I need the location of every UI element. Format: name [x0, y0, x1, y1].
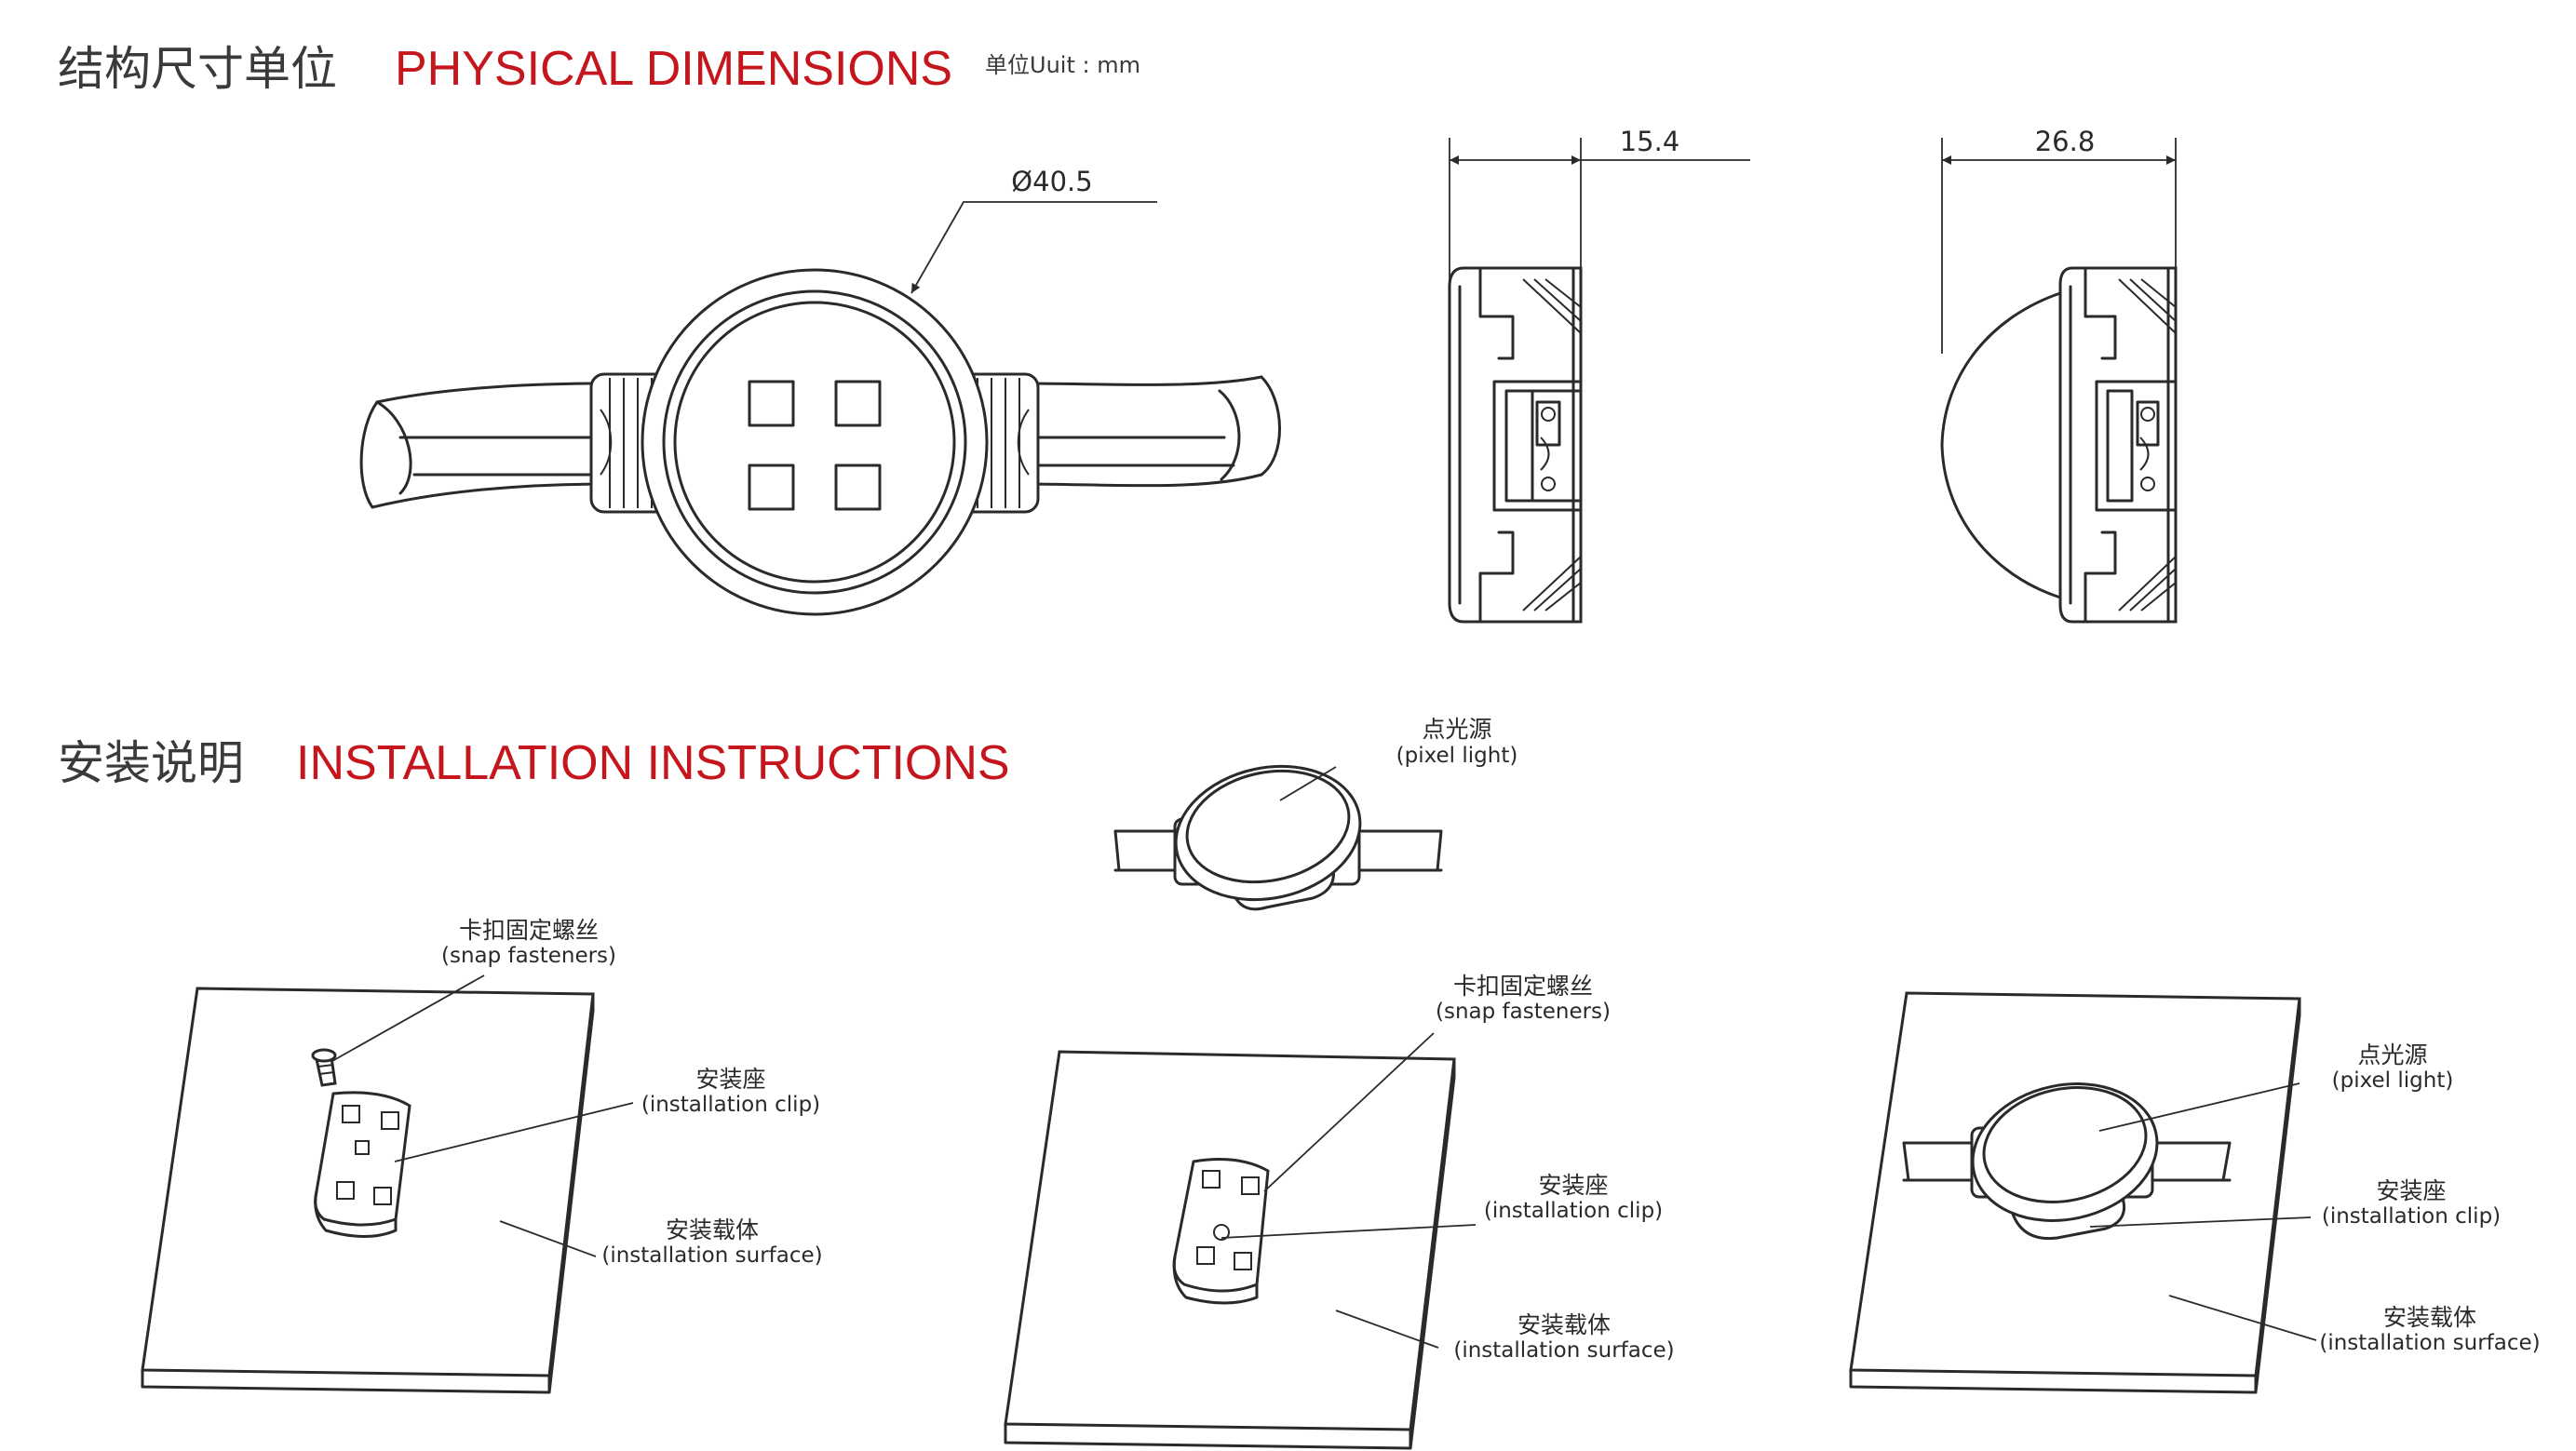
install-step-3: 点光源 (pixel light) 安装座 (installation clip…	[1849, 991, 2541, 1394]
step3-pixel-cn: 点光源	[2357, 1041, 2427, 1068]
step3-clip-en: (installation clip)	[2322, 1204, 2501, 1229]
side-view-body: 15.4	[1448, 126, 1750, 624]
installation-title-cn: 安装说明	[58, 736, 244, 790]
side-view-dome: 26.8	[1940, 126, 2178, 624]
front-view: Ø40.5	[359, 166, 1281, 616]
step3-clip-cn: 安装座	[2376, 1177, 2446, 1204]
unit-note: 单位Uuit : mm	[985, 52, 1140, 78]
front-lens	[673, 301, 956, 584]
front-outer-ring	[641, 268, 989, 616]
top-pixel-label-en: (pixel light)	[1396, 744, 1518, 768]
step2-clip-en: (installation clip)	[1484, 1199, 1663, 1223]
front-middle-ring	[662, 289, 967, 595]
physical-dimensions-title-cn: 结构尺寸单位	[58, 42, 337, 96]
step1-clip-en: (installation clip)	[641, 1093, 820, 1117]
installation-heading: 安装说明 INSTALLATION INSTRUCTIONS	[58, 726, 1010, 793]
step3-surface-en: (installation surface)	[2319, 1331, 2540, 1355]
step2-snap-cn: 卡扣固定螺丝	[1453, 973, 1593, 1000]
cable-right	[1022, 375, 1281, 488]
step2-surface-cn: 安装载体	[1517, 1311, 1611, 1338]
cable-left	[359, 382, 607, 509]
step2-surface-en: (installation surface)	[1453, 1338, 1674, 1363]
install-top-pixel: 点光源 (pixel light)	[1113, 716, 1518, 911]
install-step-1: 卡扣固定螺丝 (snap fasteners) 安装座 (installatio…	[141, 917, 823, 1394]
step2-clip-cn: 安装座	[1538, 1172, 1608, 1199]
step3-pixel-en: (pixel light)	[2332, 1068, 2454, 1093]
step1-surface-en: (installation surface)	[601, 1243, 822, 1268]
depth-total-label: 26.8	[2035, 126, 2096, 157]
physical-dimensions-heading: 结构尺寸单位 PHYSICAL DIMENSIONS	[58, 32, 952, 99]
depth-body-label: 15.4	[1620, 126, 1680, 157]
installation-title-en: INSTALLATION INSTRUCTIONS	[296, 736, 1010, 790]
diameter-leader	[910, 201, 1157, 294]
step3-surface-cn: 安装载体	[2383, 1304, 2476, 1331]
step2-snap-en: (snap fasteners)	[1436, 1000, 1611, 1024]
led-chips	[748, 380, 882, 511]
step1-snap-en: (snap fasteners)	[441, 944, 616, 968]
snap-fastener-screw	[311, 1048, 337, 1087]
step1-clip-cn: 安装座	[695, 1066, 765, 1093]
step1-snap-cn: 卡扣固定螺丝	[459, 917, 599, 944]
install-step-2: 卡扣固定螺丝 (snap fasteners) 安装座 (installatio…	[1004, 973, 1675, 1450]
physical-dimensions-title-en: PHYSICAL DIMENSIONS	[395, 42, 953, 96]
top-pixel-label-cn: 点光源	[1422, 716, 1491, 743]
step1-surface-cn: 安装载体	[666, 1216, 759, 1243]
diameter-label: Ø40.5	[1011, 166, 1092, 197]
